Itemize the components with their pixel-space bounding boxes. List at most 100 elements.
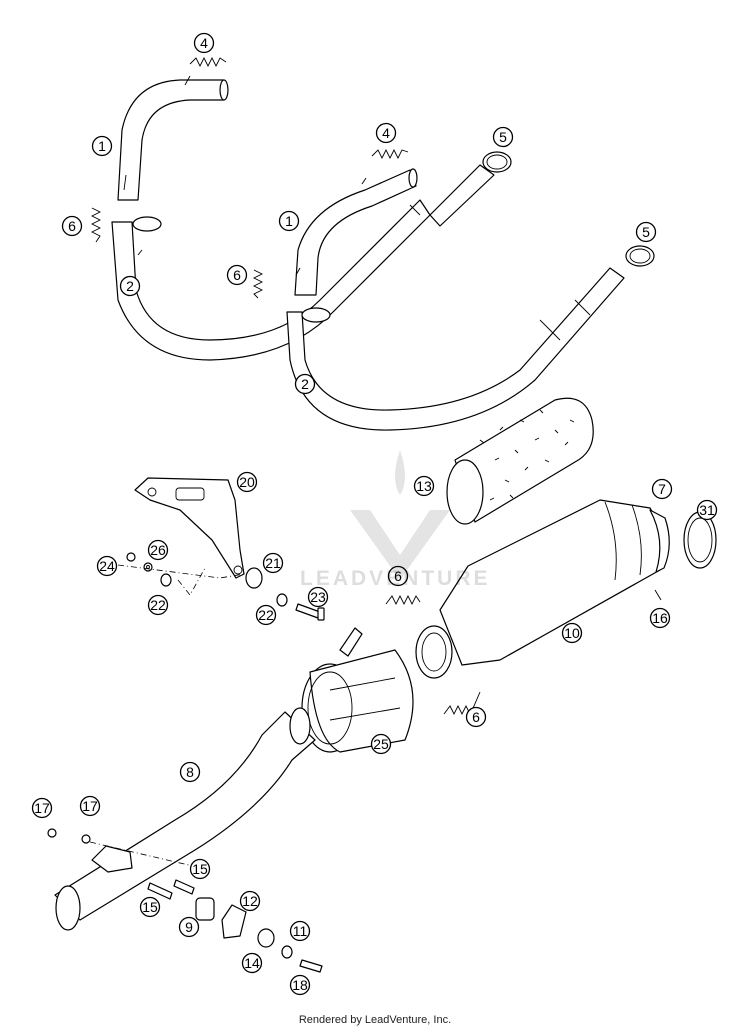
spring-4-top [189, 56, 227, 68]
svg-text:23: 23 [310, 589, 326, 605]
callout-10: 10 [561, 622, 583, 644]
muffler-bracket-20 [134, 477, 245, 579]
callout-6-muffler-bottom: 6 [465, 706, 487, 728]
svg-text:21: 21 [265, 555, 281, 571]
callout-4-top: 4 [193, 32, 215, 54]
svg-text:12: 12 [242, 893, 258, 909]
spring-6-middle [252, 269, 264, 299]
header-pipe-1-middle [294, 168, 418, 296]
callout-18: 18 [289, 974, 311, 996]
svg-text:15: 15 [142, 899, 158, 915]
bolt-15-lower [147, 882, 173, 900]
svg-text:1: 1 [98, 138, 106, 154]
mid-pipe-8 [54, 707, 316, 931]
bolt-15-upper [173, 879, 195, 895]
svg-text:25: 25 [373, 736, 389, 752]
leadventure-logo-watermark [350, 450, 450, 580]
svg-text:11: 11 [293, 923, 308, 939]
callout-26: 26 [147, 539, 169, 561]
callout-1-upper-left: 1 [91, 135, 113, 157]
svg-text:9: 9 [185, 919, 193, 935]
grommet-22-right [276, 593, 288, 607]
callout-2-left: 2 [119, 275, 141, 297]
clamp-5-right [625, 245, 655, 267]
callout-15-lower: 15 [139, 896, 161, 918]
callout-15-upper: 15 [189, 858, 211, 880]
callout-2-right: 2 [294, 373, 316, 395]
bolt-23 [295, 603, 325, 621]
bolt-18 [299, 959, 323, 973]
bracket-12 [221, 904, 247, 939]
muffler-packing-13 [446, 397, 594, 525]
callout-12: 12 [239, 890, 261, 912]
callout-11: 11 [289, 920, 311, 942]
svg-text:22: 22 [258, 607, 274, 623]
callout-25: 25 [370, 733, 392, 755]
svg-text:14: 14 [244, 955, 260, 971]
callout-5-top: 5 [492, 126, 514, 148]
svg-text:4: 4 [200, 35, 208, 51]
spring-6-left [90, 207, 102, 243]
callout-22-right: 22 [255, 604, 277, 626]
svg-text:7: 7 [658, 481, 666, 497]
svg-text:31: 31 [699, 502, 715, 518]
end-cap-7 [649, 509, 670, 573]
header-pipe-2-right [286, 164, 625, 431]
svg-text:6: 6 [68, 218, 76, 234]
callout-20: 20 [236, 471, 258, 493]
svg-text:26: 26 [150, 542, 166, 558]
svg-text:1: 1 [285, 213, 293, 229]
svg-text:5: 5 [642, 224, 650, 240]
svg-text:22: 22 [150, 597, 166, 613]
svg-text:8: 8 [186, 764, 194, 780]
heat-shield-25 [301, 627, 414, 753]
svg-text:17: 17 [34, 800, 50, 816]
svg-text:6: 6 [394, 568, 402, 584]
callout-16: 16 [649, 607, 671, 629]
header-pipe-1-upper [117, 75, 229, 201]
callout-8: 8 [179, 761, 201, 783]
svg-text:16: 16 [652, 610, 668, 626]
grommet-22-left [160, 573, 172, 587]
svg-text:10: 10 [564, 625, 580, 641]
callout-24: 24 [96, 555, 118, 577]
callout-1-middle: 1 [278, 210, 300, 232]
callout-17-right: 17 [79, 795, 101, 817]
callout-6-muffler-top: 6 [387, 565, 409, 587]
callout-17-left: 17 [31, 797, 53, 819]
svg-text:2: 2 [126, 278, 134, 294]
washer-26 [143, 562, 153, 572]
svg-text:17: 17 [82, 798, 98, 814]
callout-7: 7 [651, 478, 673, 500]
svg-text:4: 4 [382, 125, 390, 141]
callout-4-middle: 4 [375, 122, 397, 144]
callout-5-right: 5 [635, 221, 657, 243]
nut-17-left [47, 828, 57, 838]
svg-text:6: 6 [233, 267, 241, 283]
nut-17-right [81, 834, 91, 844]
callout-13: 13 [413, 475, 435, 497]
header-pipe-2-left [111, 199, 431, 361]
spring-4-middle [371, 148, 409, 160]
callout-31: 31 [696, 499, 718, 521]
svg-text:20: 20 [239, 474, 255, 490]
svg-text:18: 18 [292, 977, 308, 993]
clamp-5-top [482, 151, 512, 173]
callout-23: 23 [307, 586, 329, 608]
callout-9: 9 [178, 916, 200, 938]
screw-16 [654, 589, 662, 601]
callout-6-middle: 6 [226, 264, 248, 286]
washer-11 [281, 945, 293, 959]
spring-6-muffler-top [385, 594, 421, 606]
callout-6-left: 6 [61, 215, 83, 237]
end-screen-31 [683, 511, 717, 569]
svg-text:24: 24 [99, 558, 115, 574]
footer-credit: Rendered by LeadVenture, Inc. [298, 1014, 452, 1026]
callout-21: 21 [262, 552, 284, 574]
svg-text:5: 5 [499, 129, 507, 145]
callout-14: 14 [241, 952, 263, 974]
svg-text:13: 13 [416, 478, 432, 494]
spacer-9 [195, 897, 215, 921]
watermark-text: LEADVENTURE [300, 567, 491, 590]
